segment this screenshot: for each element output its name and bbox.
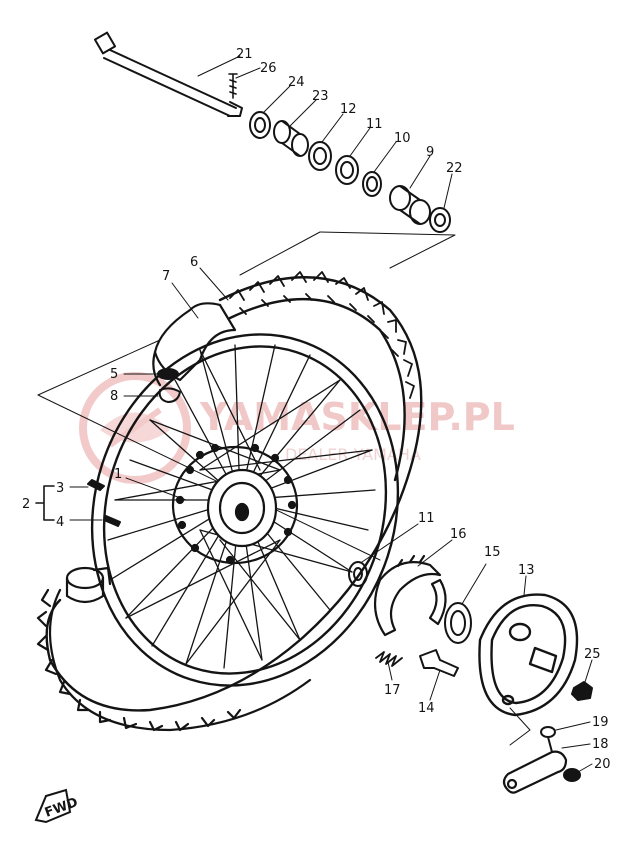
wheel-hub xyxy=(171,443,299,565)
nut-25 xyxy=(571,681,593,701)
spoke-nipple-4 xyxy=(103,515,121,527)
dust-seal-15 xyxy=(444,602,472,644)
brake-plate-13 xyxy=(478,593,579,717)
label-11: 11 xyxy=(366,117,383,132)
forward-direction-marker: FWD xyxy=(34,788,80,824)
collar-22 xyxy=(429,207,451,233)
tire-lower-section xyxy=(36,588,312,732)
bolt-26 xyxy=(228,73,238,99)
label-17: 17 xyxy=(384,683,401,698)
front-axle xyxy=(93,31,243,117)
label-25: 25 xyxy=(584,647,601,662)
spacer-9 xyxy=(389,185,431,225)
label-6: 6 xyxy=(190,255,198,270)
watermark-subtext: DEALER YAMAHA xyxy=(285,445,421,464)
tire-tread xyxy=(229,271,415,399)
label-26: 26 xyxy=(260,61,277,76)
label-13: 13 xyxy=(518,563,535,578)
label-20: 20 xyxy=(594,757,611,772)
label-15: 15 xyxy=(484,545,501,560)
label-3: 3 xyxy=(56,481,64,496)
label-4: 4 xyxy=(56,515,64,530)
assembly-guide-lines xyxy=(37,231,456,561)
label-16: 16 xyxy=(450,527,467,542)
watermark-text: YAMASKLEP.PL xyxy=(199,395,515,439)
label-11-hub: 11 xyxy=(418,511,435,526)
bolt-19 xyxy=(540,726,556,753)
collar-24 xyxy=(249,111,271,139)
label-19: 19 xyxy=(592,715,609,730)
oil-seal-11 xyxy=(335,155,359,185)
label-7: 7 xyxy=(162,269,170,284)
oil-seal-11b xyxy=(348,561,368,587)
brake-cam-14 xyxy=(419,649,459,677)
label-2: 2 xyxy=(22,497,30,512)
fork-clamp xyxy=(65,566,112,604)
label-1: 1 xyxy=(114,467,122,482)
spacer-23 xyxy=(273,120,309,157)
valve-cap-8 xyxy=(158,387,181,403)
spoke-nipple-3 xyxy=(87,479,105,491)
label-14: 14 xyxy=(418,701,435,716)
tire xyxy=(45,276,423,712)
bracket-2 xyxy=(35,485,55,521)
brake-shoes xyxy=(373,554,447,637)
inner-tube xyxy=(152,302,237,387)
part-labels: 21 26 24 23 12 11 10 9 22 7 6 5 8 1 3 2 … xyxy=(22,47,611,772)
watermark-logo xyxy=(79,372,191,484)
label-21: 21 xyxy=(236,47,253,62)
label-10: 10 xyxy=(394,131,411,146)
label-18: 18 xyxy=(592,737,609,752)
label-5: 5 xyxy=(110,367,118,382)
brake-lever-18 xyxy=(502,750,568,794)
bearing-12 xyxy=(308,141,332,171)
label-8: 8 xyxy=(110,389,118,404)
nut-20 xyxy=(563,768,581,782)
label-22: 22 xyxy=(446,161,463,176)
ring-10 xyxy=(362,171,382,197)
label-12: 12 xyxy=(340,102,357,117)
svg-text:FWD: FWD xyxy=(43,795,80,821)
label-23: 23 xyxy=(312,89,329,104)
spring-17 xyxy=(375,651,403,667)
label-24: 24 xyxy=(288,75,305,90)
label-9: 9 xyxy=(426,145,434,160)
